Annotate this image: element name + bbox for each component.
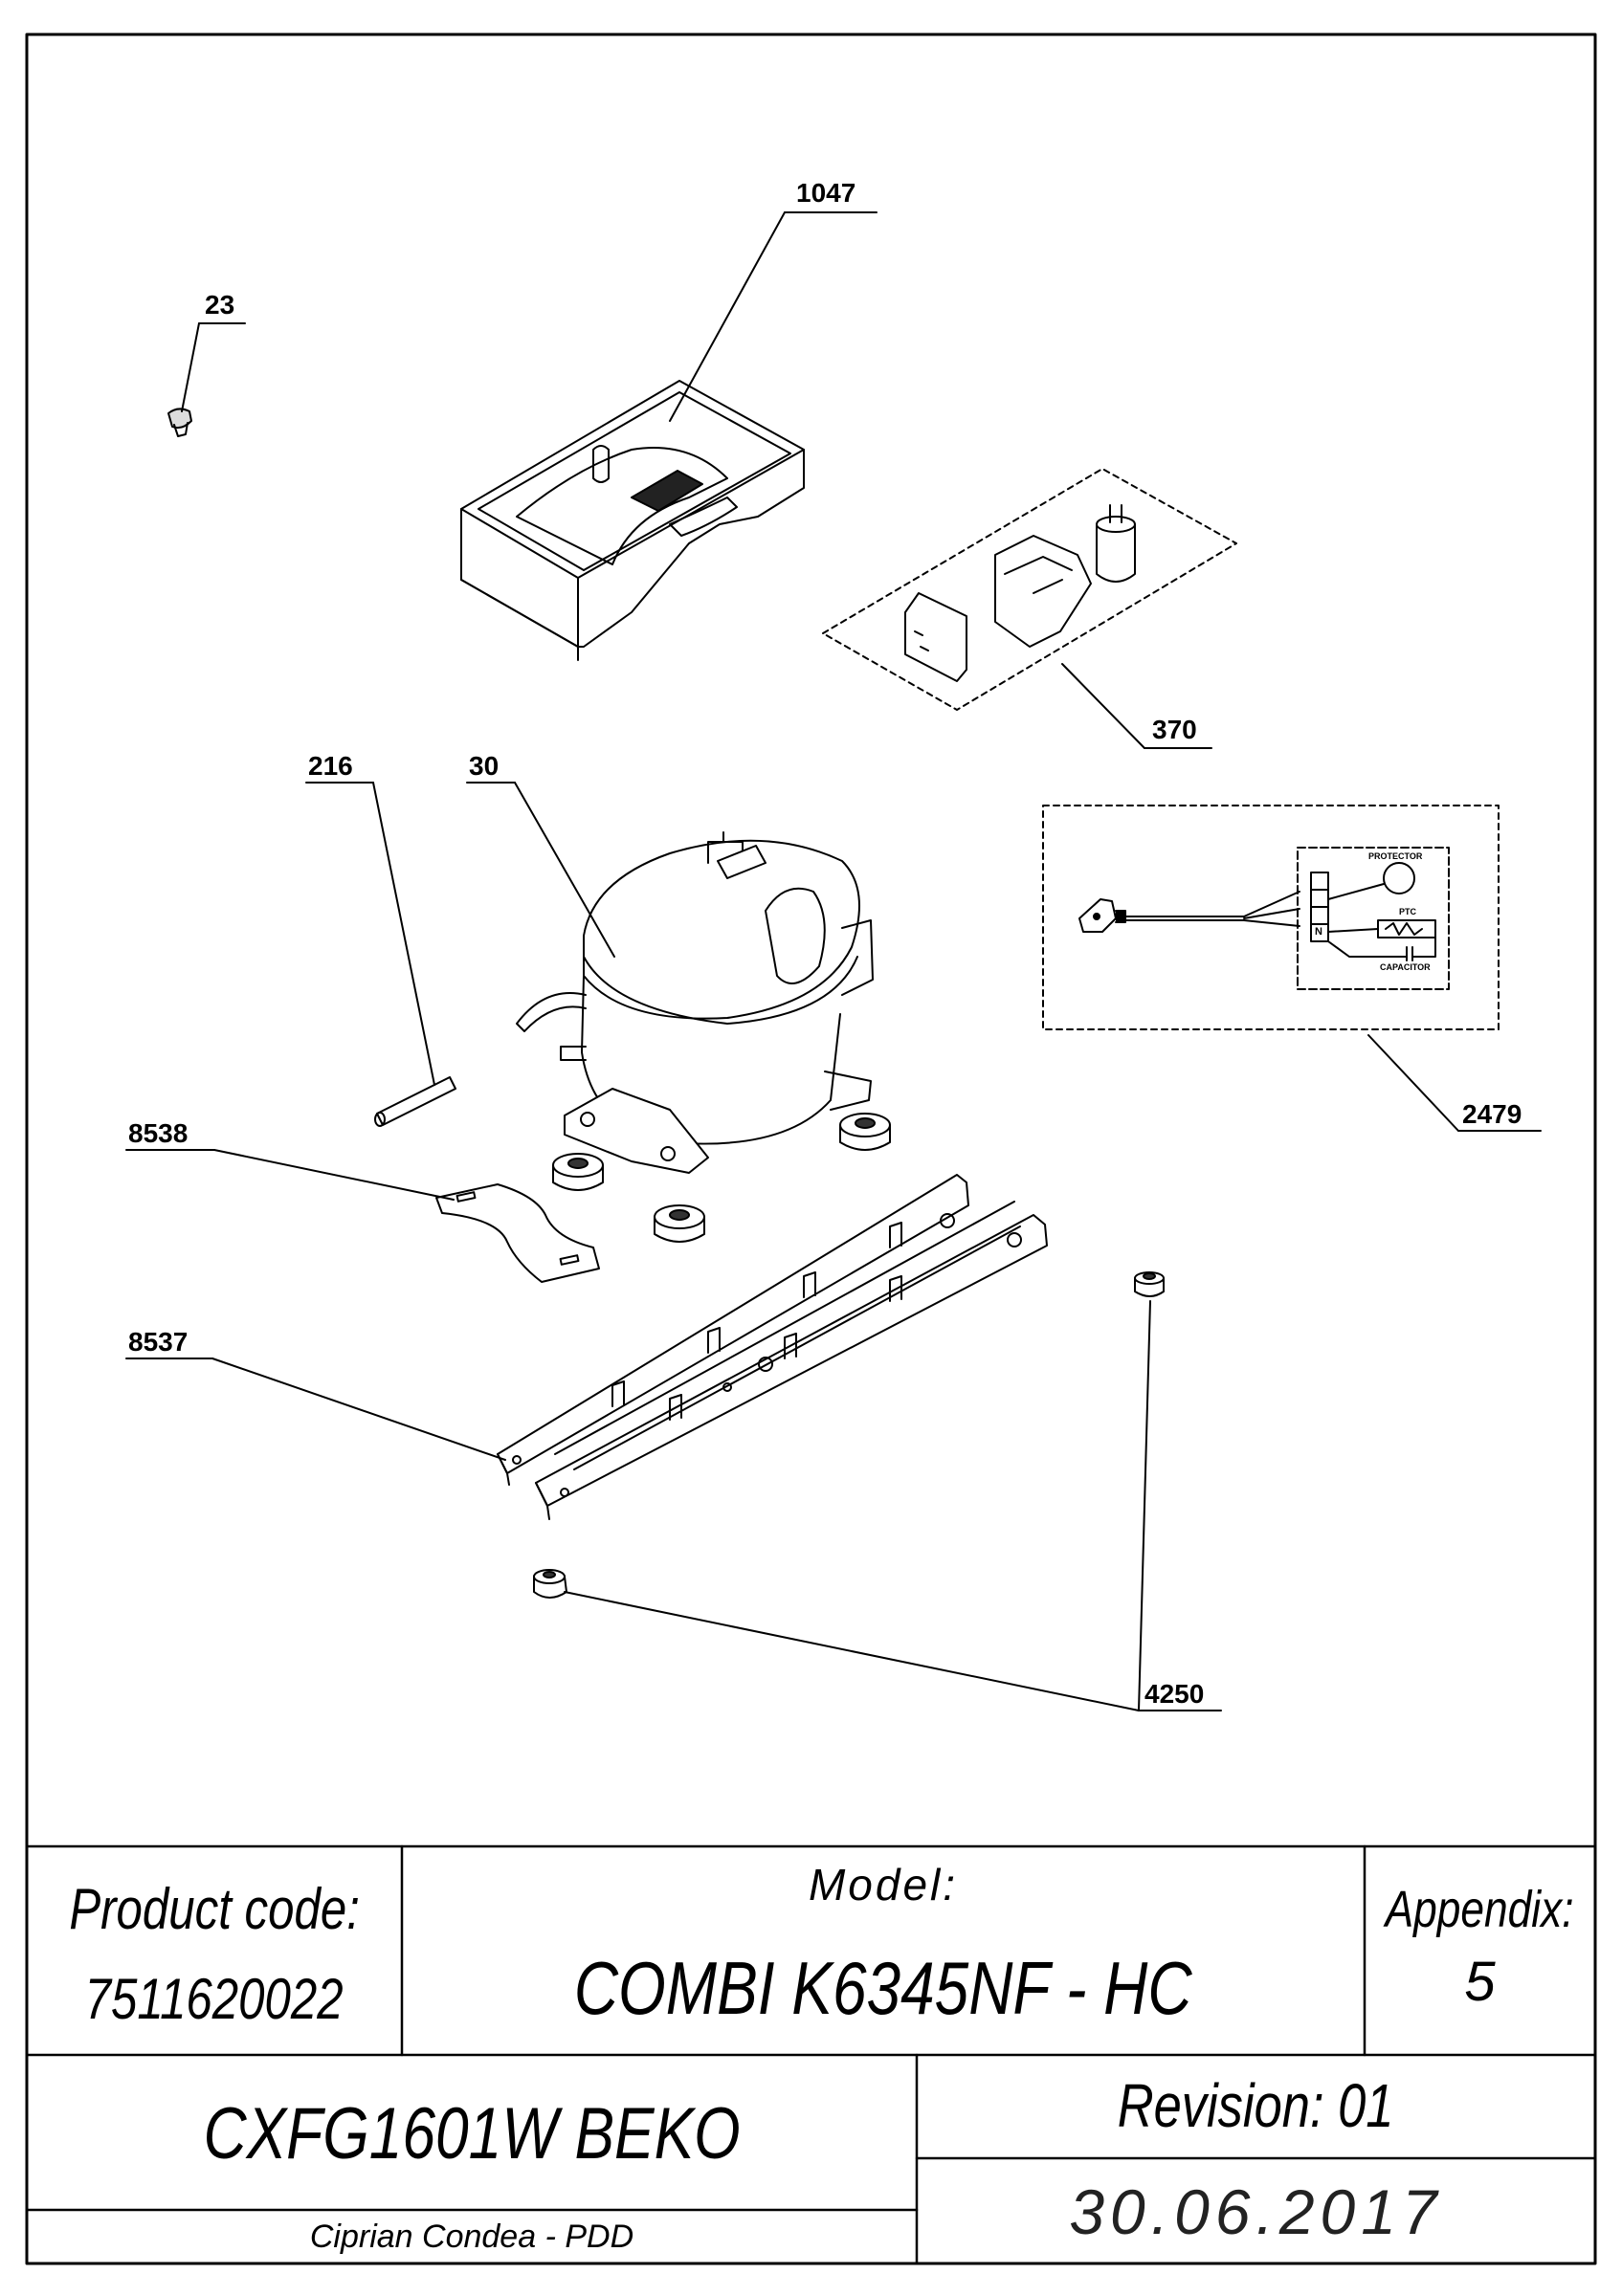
model-name: COMBI K6345NF - HC: [574, 1946, 1192, 2030]
part-23-plug: [167, 322, 246, 437]
callout-30: 30: [469, 751, 500, 781]
product-code-label: Product code:: [69, 1877, 360, 1941]
revision: Revision: 01: [1118, 2071, 1394, 2140]
part-8538-strap: [125, 1149, 600, 1283]
part-1047-tray: [460, 211, 878, 661]
callout-4250: 4250: [1144, 1679, 1205, 1709]
author: Ciprian Condea - PDD: [309, 2219, 634, 2255]
part-370-electrical-kit: [822, 468, 1237, 749]
callout-216: 216: [308, 751, 353, 781]
wiring-protector-label: PROTECTOR: [1368, 851, 1423, 861]
callout-1047: 1047: [796, 178, 856, 208]
part-4250-clips: [533, 1271, 1222, 1711]
part-2479-power-cable: [1042, 805, 1542, 1132]
callout-2479: 2479: [1462, 1099, 1522, 1129]
part-8537-mounting-rails: [125, 1174, 1048, 1520]
callout-8537: 8537: [128, 1327, 189, 1357]
part-216-pipe: [305, 782, 456, 1127]
part-30-compressor: [466, 782, 874, 1174]
product-name: CXFG1601W BEKO: [203, 2093, 741, 2175]
title-block-grid: [25, 1844, 1597, 2265]
callout-23: 23: [205, 290, 235, 320]
product-code-value: 7511620022: [85, 1967, 344, 2031]
appendix-value: 5: [1464, 1951, 1496, 2013]
callout-370: 370: [1152, 715, 1197, 744]
wiring-neutral-label: N: [1315, 926, 1322, 938]
callout-8538: 8538: [128, 1118, 189, 1148]
drawing-frame: [25, 33, 1597, 2265]
wiring-capacitor-label: CAPACITOR: [1380, 962, 1431, 972]
appendix-label: Appendix:: [1386, 1881, 1574, 1938]
rubber-grommets: [552, 1113, 891, 1243]
date: 30.06.2017: [1069, 2176, 1443, 2247]
model-label: Model:: [808, 1860, 959, 1910]
wiring-ptc-label: PTC: [1399, 907, 1416, 916]
